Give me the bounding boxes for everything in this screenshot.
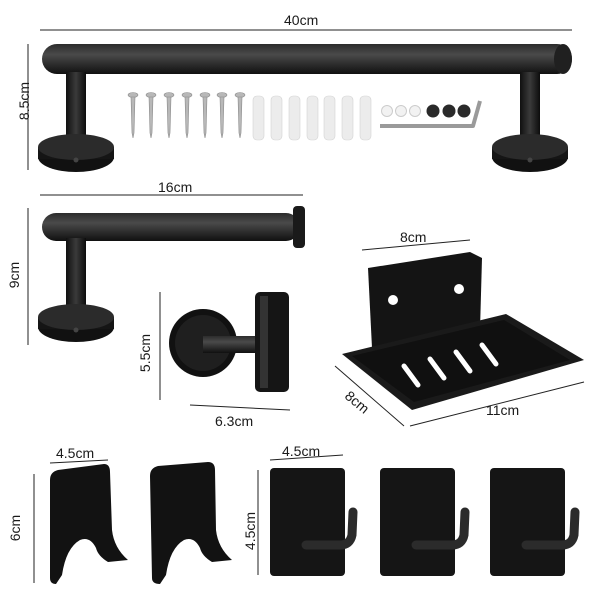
toilet-paper-holder [38,206,305,342]
soap-dish-width-line [361,239,471,251]
screws [127,92,246,139]
soap-dish-depth-line [334,365,405,427]
robe-hook-length-line [189,404,291,411]
adhesive-hook-a-1 [50,464,128,584]
robe-hook-height-label: 5.5cm [137,333,153,373]
adhesive-hook-a-width-line [49,459,109,464]
paper-holder-length-label: 16cm [158,179,193,195]
adhesive-hook-b-height-label: 4.5cm [242,511,258,551]
mounting-hardware [127,92,482,141]
robe-hook [169,292,289,392]
soap-dish-width-label: 8cm [400,229,427,245]
adhesive-hook-b-width-label: 4.5cm [282,443,321,459]
adhesive-hook-b-2 [380,468,470,576]
wall-anchors [252,95,372,141]
towel-bar-length-label: 40cm [284,12,319,28]
adhesive-hook-b-width-line [269,454,344,461]
adhesive-hook-b-3 [490,468,580,576]
robe-hook-length-label: 6.3cm [215,413,254,429]
adhesive-hook-a-width-label: 4.5cm [56,445,95,461]
cover-caps [381,104,471,118]
towel-bar-height-label: 8.5cm [16,81,32,121]
adhesive-hook-a-height-label: 6cm [7,514,23,542]
towel-bar [38,44,572,172]
soap-dish [342,252,584,410]
paper-holder-height-label: 9cm [6,261,22,289]
adhesive-hook-a-2 [150,462,232,584]
dimension-lines [27,29,585,583]
adhesive-hook-b-1 [270,468,358,576]
allen-key [380,100,482,128]
soap-dish-length-line [409,381,585,427]
soap-dish-length-label: 11cm [486,402,520,418]
